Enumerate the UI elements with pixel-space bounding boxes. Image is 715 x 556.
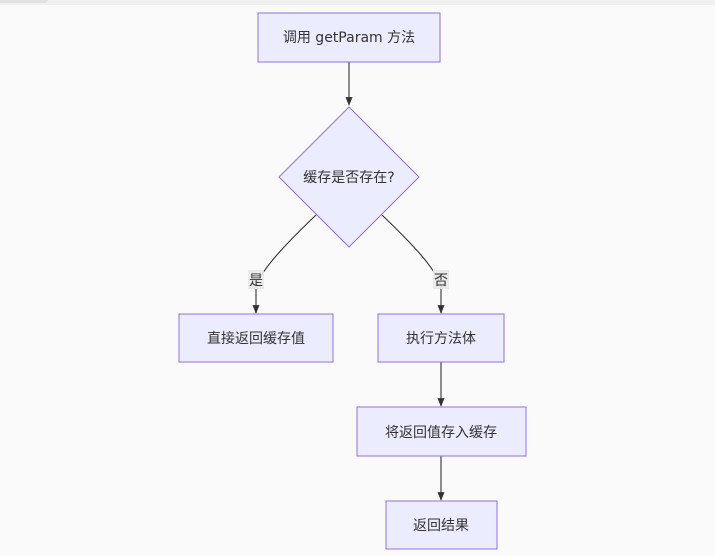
edge-decision-no	[381, 214, 445, 314]
node-store-label: 将返回值存入缓存	[385, 425, 497, 441]
top-strip-accent	[0, 0, 48, 3]
node-execute: 执行方法体	[377, 313, 505, 363]
edge-label-yes-text: 是	[249, 273, 263, 289]
node-result-label: 返回结果	[413, 518, 469, 534]
node-result: 返回结果	[385, 500, 498, 550]
edge-label-yes: 是	[248, 270, 264, 289]
node-execute-label: 执行方法体	[406, 331, 476, 347]
node-decision-label: 缓存是否存在?	[303, 170, 394, 186]
node-start: 调用 getParam 方法	[257, 12, 441, 63]
node-return-cached-label: 直接返回缓存值	[207, 330, 305, 347]
edge-decision-yes	[252, 214, 317, 314]
node-return-cached: 直接返回缓存值	[178, 313, 334, 363]
node-start-label: 调用 getParam 方法	[283, 30, 415, 46]
node-store: 将返回值存入缓存	[356, 406, 527, 457]
node-decision: 缓存是否存在?	[278, 106, 420, 248]
top-strip	[0, 0, 715, 5]
edge-label-no: 否	[433, 270, 449, 289]
edge-label-no-text: 否	[434, 273, 448, 289]
